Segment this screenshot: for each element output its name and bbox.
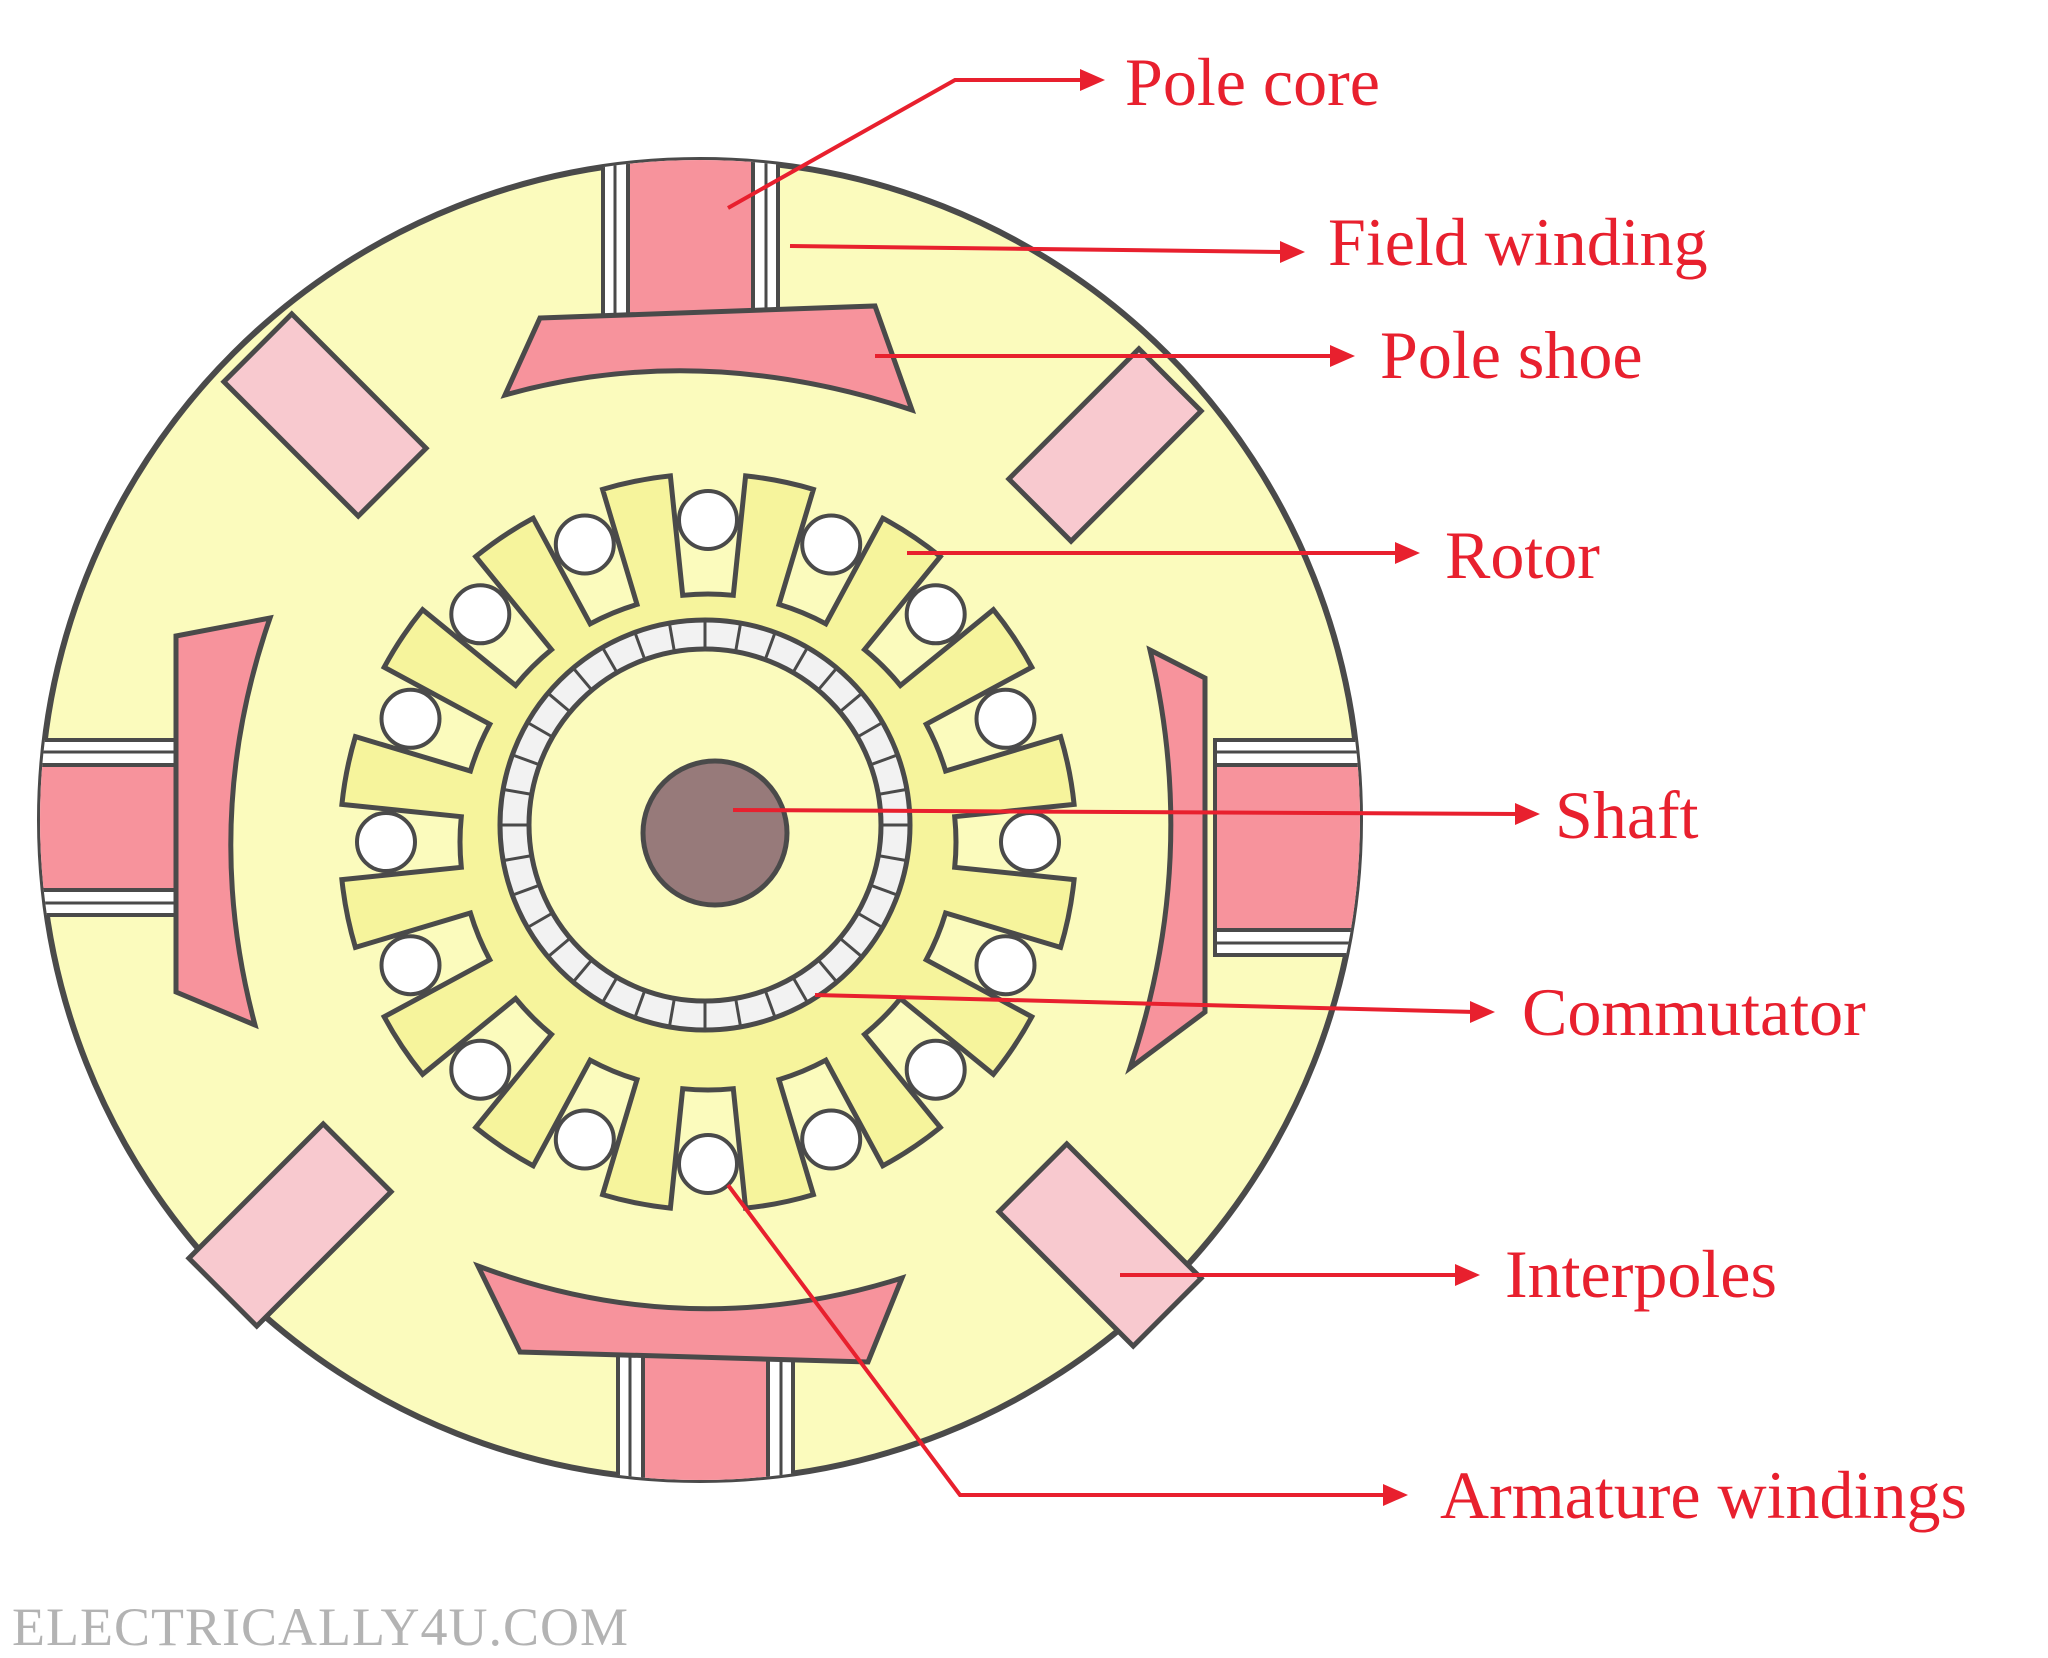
armature-conductor <box>379 934 442 997</box>
armature-conductor <box>553 1108 616 1171</box>
armature-conductor <box>904 1038 967 1101</box>
commutator-segment <box>869 883 899 897</box>
label-pole-shoe: Pole shoe <box>1380 317 1643 393</box>
label-armature-windings: Armature windings <box>1440 1457 1967 1533</box>
commutator-segment <box>838 692 863 714</box>
armature-conductor <box>553 513 616 576</box>
watermark: ELECTRICALLY4U.COM <box>12 1597 629 1657</box>
leader-pole-core <box>727 78 1085 210</box>
commutator-segment <box>667 998 676 1028</box>
pole-core-left <box>40 738 187 917</box>
commutator-segment <box>633 989 647 1019</box>
armature-conductor <box>677 1133 739 1195</box>
commutator-segment <box>791 976 809 1004</box>
pole-shoe-bottom <box>473 1261 907 1365</box>
armature-conductor <box>800 1108 863 1171</box>
commutator-segment <box>572 958 594 983</box>
leader-armature-windings <box>726 1183 1388 1497</box>
commutator-segment <box>856 911 884 929</box>
armature-conductor <box>379 687 442 750</box>
commutator-segment <box>526 721 554 739</box>
label-commutator: Commutator <box>1522 974 1866 1050</box>
leader-commutator <box>814 993 1476 1014</box>
armature-conductor <box>999 811 1061 873</box>
commutator-segment <box>856 721 884 739</box>
commutator-segment <box>869 753 899 767</box>
leader-lines <box>726 69 1540 1506</box>
commutator-segment <box>878 787 908 796</box>
armature-conductor <box>904 583 967 646</box>
label-rotor: Rotor <box>1445 517 1600 593</box>
commutator-segment <box>838 936 863 958</box>
armature-conductor <box>449 583 512 646</box>
leader-field-winding <box>789 244 1286 254</box>
pole-shoe-right <box>1125 645 1208 1075</box>
commutator-segment <box>734 998 743 1028</box>
interpole-top-right <box>1005 345 1205 545</box>
commutator-segment <box>526 911 554 929</box>
armature-conductor <box>974 687 1037 750</box>
label-shaft: Shaft <box>1555 777 1699 853</box>
commutator-segment <box>547 936 572 958</box>
commutator-segment <box>511 753 541 767</box>
interpole-bottom-right <box>995 1140 1205 1350</box>
commutator-segment <box>763 631 777 661</box>
commutator-segment <box>572 667 594 692</box>
commutator-segment <box>601 646 619 674</box>
commutator-segment <box>502 787 532 796</box>
commutator-segment <box>601 976 619 1004</box>
commutator-segment <box>816 958 838 983</box>
pole-core-right <box>1213 738 1360 957</box>
leader-shaft <box>732 808 1521 816</box>
commutator-segment <box>816 667 838 692</box>
label-field-winding: Field winding <box>1328 204 1708 280</box>
commutator-segment <box>763 989 777 1019</box>
commutator-segment <box>511 883 541 897</box>
armature-conductor <box>355 811 417 873</box>
commutator-segment <box>734 622 743 652</box>
armature-conductor <box>449 1038 512 1101</box>
armature-windings <box>355 489 1061 1195</box>
pole-core-bottom <box>616 1338 795 1480</box>
armature-conductor <box>800 513 863 576</box>
label-interpoles: Interpoles <box>1505 1236 1777 1312</box>
interpole-bottom-left <box>185 1120 395 1330</box>
pole-shoe-top <box>500 303 917 414</box>
commutator-segment <box>878 854 908 863</box>
armature-conductor <box>974 934 1037 997</box>
commutator <box>500 620 910 1030</box>
pole-shoe-left <box>173 614 274 1030</box>
pole-core-top <box>601 160 780 322</box>
commutator-segment <box>667 622 676 652</box>
commutator-segment <box>502 854 532 863</box>
label-pole-core: Pole core <box>1125 44 1380 120</box>
shaft <box>640 758 790 908</box>
commutator-segment <box>547 692 572 714</box>
armature-conductor <box>677 489 739 551</box>
commutator-segment <box>633 631 647 661</box>
interpole-top-left <box>220 310 430 520</box>
commutator-segment <box>791 646 809 674</box>
